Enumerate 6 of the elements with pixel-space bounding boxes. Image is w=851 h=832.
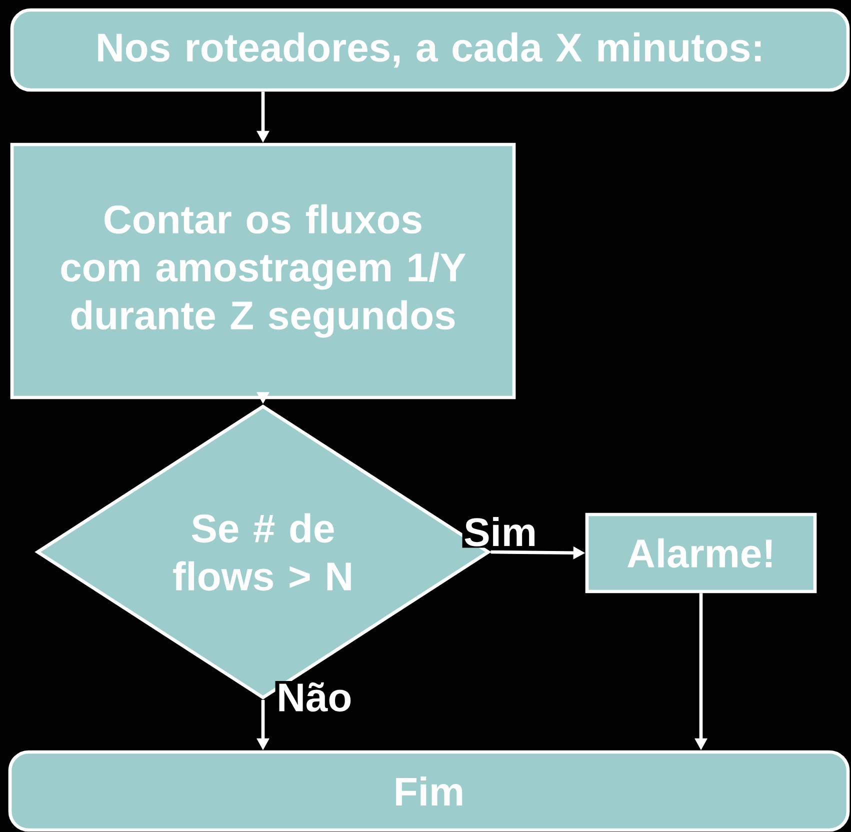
- edge-label: Não: [275, 681, 354, 713]
- end-box: Fim: [8, 750, 850, 832]
- process-box: Alarme!: [585, 512, 817, 594]
- process-box: Contar os fluxos com amostragem 1/Y durante Z segundos: [10, 142, 516, 400]
- edge-label: Sim: [462, 516, 538, 548]
- start-box: Nos roteadores, a cada X minutos:: [10, 8, 850, 92]
